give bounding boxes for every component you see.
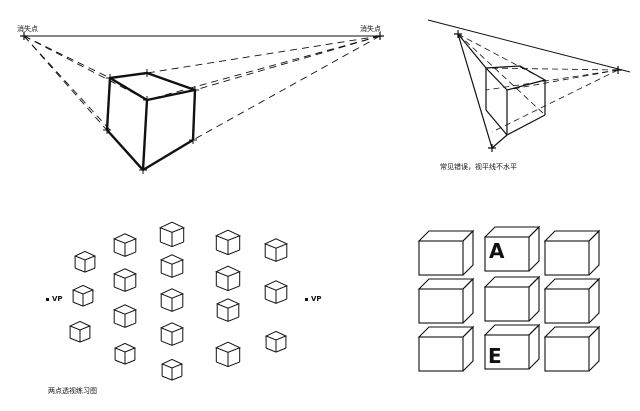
letter-box bbox=[417, 229, 475, 276]
practice-cube bbox=[160, 358, 184, 381]
panel-tilted-horizon-mistake bbox=[427, 19, 631, 152]
vp-left-dot bbox=[46, 298, 49, 301]
vanishing-point-left-label: 消失点 bbox=[17, 25, 38, 33]
practice-cube bbox=[112, 268, 138, 292]
mistake-box bbox=[454, 30, 622, 152]
practice-cube bbox=[159, 322, 185, 346]
construction-lines bbox=[23, 35, 381, 171]
panel-two-point-cube bbox=[20, 32, 384, 174]
letter-box bbox=[543, 229, 601, 276]
practice-cube bbox=[73, 250, 97, 273]
mistake-caption: 常见错误，视平线不水平 bbox=[440, 163, 517, 171]
practice-cube bbox=[112, 233, 138, 257]
practice-cube bbox=[159, 288, 185, 312]
letter-box bbox=[483, 225, 541, 272]
vp-markers bbox=[46, 298, 308, 301]
practice-cube bbox=[159, 221, 185, 248]
letter-box bbox=[483, 275, 541, 322]
corner-ticks bbox=[103, 69, 199, 174]
tilted-horizon-line bbox=[427, 19, 631, 73]
vp-left-label: VP bbox=[52, 295, 63, 303]
practice-cube bbox=[215, 298, 241, 322]
practice-cube bbox=[113, 342, 137, 365]
letter-a-glyph: A bbox=[489, 239, 505, 263]
practice-cube bbox=[68, 320, 92, 343]
practice-caption: 两点透视练习图 bbox=[48, 387, 97, 395]
letter-box bbox=[417, 325, 475, 372]
letter-box bbox=[417, 277, 475, 324]
letter-box bbox=[543, 277, 601, 324]
letter-box bbox=[543, 325, 601, 372]
practice-cube bbox=[71, 284, 95, 307]
practice-cube bbox=[215, 229, 241, 256]
letter-glyph-marks: A E bbox=[488, 239, 505, 368]
letter-box bbox=[483, 323, 541, 370]
cube-drawing bbox=[105, 71, 197, 172]
practice-cube bbox=[159, 254, 185, 278]
vanishing-point-right-label: 消失点 bbox=[360, 25, 381, 33]
panel-letter-boxes bbox=[417, 225, 601, 372]
practice-cube bbox=[264, 330, 288, 353]
practice-cube bbox=[215, 265, 241, 292]
panel-practice-cubes bbox=[68, 221, 289, 381]
letter-e-glyph: E bbox=[488, 344, 502, 368]
practice-cube bbox=[215, 341, 241, 368]
vp-right-label: VP bbox=[311, 295, 322, 303]
vp-right-dot bbox=[305, 298, 308, 301]
practice-cube bbox=[112, 304, 138, 328]
practice-cube bbox=[263, 280, 289, 304]
practice-cube bbox=[263, 238, 289, 262]
